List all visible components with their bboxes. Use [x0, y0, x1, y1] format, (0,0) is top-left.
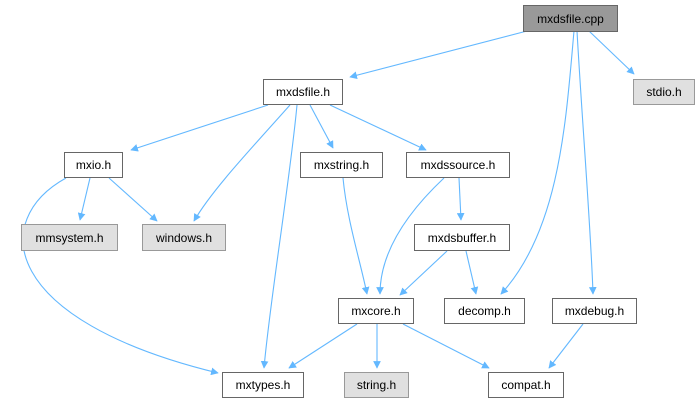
edge-mxdsfile-cpp-to-mxdsfile-h — [349, 30, 528, 79]
node-mxdebug-h[interactable]: mxdebug.h — [552, 298, 637, 324]
node-mxdsfile-cpp[interactable]: mxdsfile.cpp — [523, 5, 618, 32]
node-mxtypes-h[interactable]: mxtypes.h — [222, 372, 304, 398]
node-mxcore-h[interactable]: mxcore.h — [338, 298, 414, 324]
edge-mxdsfile-cpp-to-stdio-h — [588, 30, 635, 75]
edge-mxio-h-to-mmsystem-h — [77, 177, 91, 221]
node-mxstring-h[interactable]: mxstring.h — [300, 152, 383, 178]
edge-mxdsfile-h-to-windows-h — [193, 104, 291, 222]
node-mxdsfile-h[interactable]: mxdsfile.h — [263, 79, 343, 105]
edge-mxdsfile-h-to-mxio-h — [130, 104, 269, 152]
edge-mxdsfile-cpp-to-decomp-h — [500, 30, 575, 295]
edge-mxdsfile-h-to-mxtypes-h — [260, 104, 298, 369]
node-stdio-h[interactable]: stdio.h — [633, 79, 695, 105]
node-mxdsbuffer-h[interactable]: mxdsbuffer.h — [414, 224, 510, 251]
edge-mxdssource-h-to-mxdsbuffer-h — [456, 177, 465, 221]
node-string-h[interactable]: string.h — [344, 372, 409, 398]
edge-mxcore-h-to-compat-h — [402, 323, 490, 369]
edge-mxdsbuffer-h-to-decomp-h — [465, 250, 479, 295]
edge-mxdsfile-h-to-mxstring-h — [309, 104, 334, 149]
edge-mxio-h-to-mxtypes-h — [22, 177, 219, 376]
edge-mxdsfile-cpp-to-mxdebug-h — [576, 30, 597, 295]
node-mxio-h[interactable]: mxio.h — [64, 152, 123, 178]
node-mxdssource-h[interactable]: mxdssource.h — [406, 152, 510, 178]
edge-mxdssource-h-to-mxcore-h — [376, 177, 445, 295]
edge-mxdsfile-h-to-mxdssource-h — [329, 104, 427, 151]
edge-mxio-h-to-windows-h — [108, 177, 158, 222]
node-mmsystem-h[interactable]: mmsystem.h — [21, 224, 118, 251]
edge-mxdebug-h-to-compat-h — [548, 323, 584, 369]
node-decomp-h[interactable]: decomp.h — [444, 298, 525, 324]
edge-mxstring-h-to-mxcore-h — [342, 177, 370, 295]
edge-mxdsbuffer-h-to-mxcore-h — [399, 250, 448, 296]
node-windows-h[interactable]: windows.h — [142, 224, 226, 251]
edge-mxcore-h-to-mxtypes-h — [288, 323, 358, 369]
node-compat-h[interactable]: compat.h — [488, 372, 564, 398]
